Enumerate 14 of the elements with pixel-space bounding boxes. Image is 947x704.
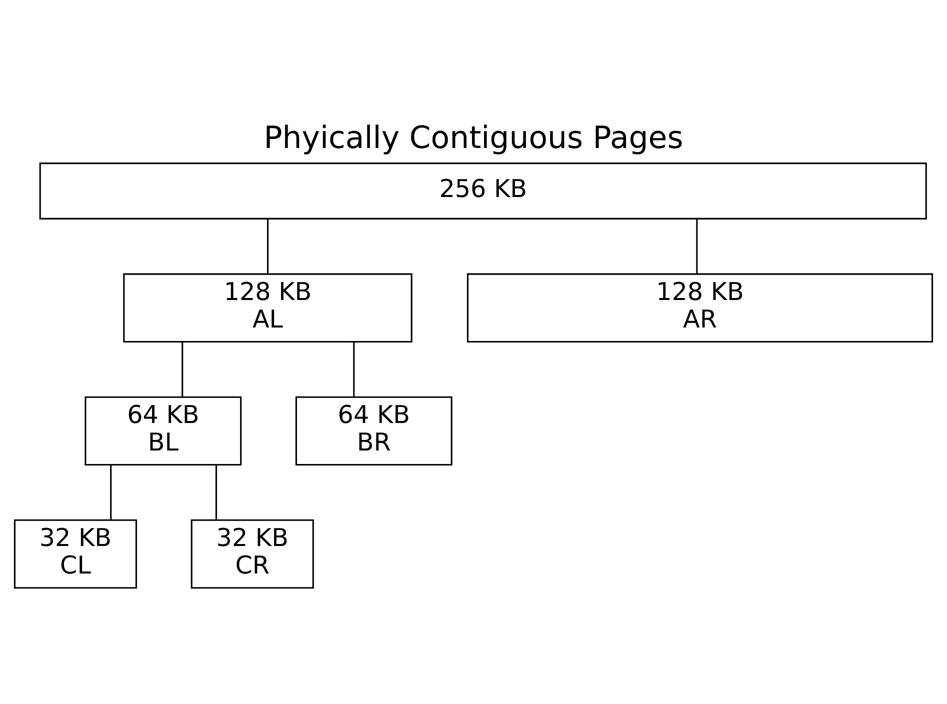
- connector: [267, 218, 269, 274]
- connector: [215, 464, 217, 520]
- connector: [110, 464, 112, 520]
- connector: [182, 342, 184, 396]
- node-box: 64 KB BL: [84, 396, 242, 466]
- node-box: 64 KB BR: [295, 396, 452, 466]
- diagram-title: Phyically Contiguous Pages: [264, 119, 684, 156]
- node-box: 256 KB: [39, 162, 927, 219]
- node-box: 32 KB CR: [190, 518, 314, 588]
- connector: [353, 342, 355, 396]
- node-box: 128 KB AL: [123, 272, 412, 342]
- node-box: 32 KB CL: [14, 518, 138, 588]
- node-box: 128 KB AR: [466, 272, 934, 342]
- connector: [696, 218, 698, 274]
